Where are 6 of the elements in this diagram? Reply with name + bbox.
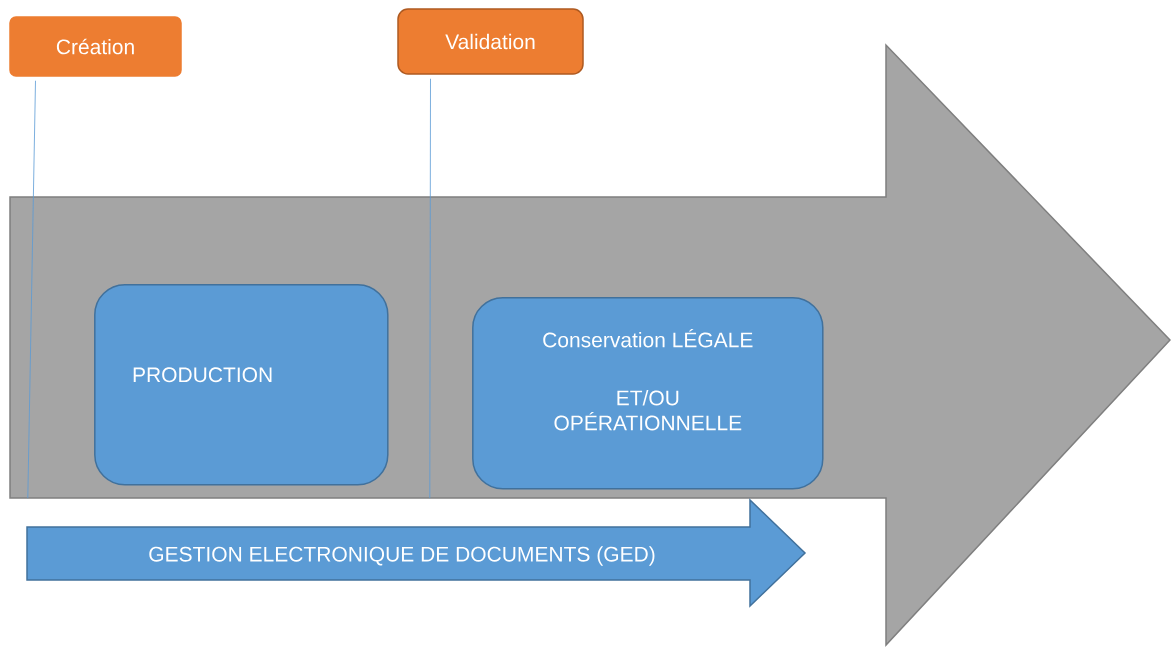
process-box: Conservation LÉGALE ET/OU OPÉRATIONNELLE xyxy=(472,297,824,490)
leader-line xyxy=(27,80,36,499)
label-box: Création xyxy=(9,16,182,77)
process-box: PRODUCTION xyxy=(94,284,389,486)
label-box: Validation xyxy=(397,8,584,75)
leader-line xyxy=(429,78,431,499)
